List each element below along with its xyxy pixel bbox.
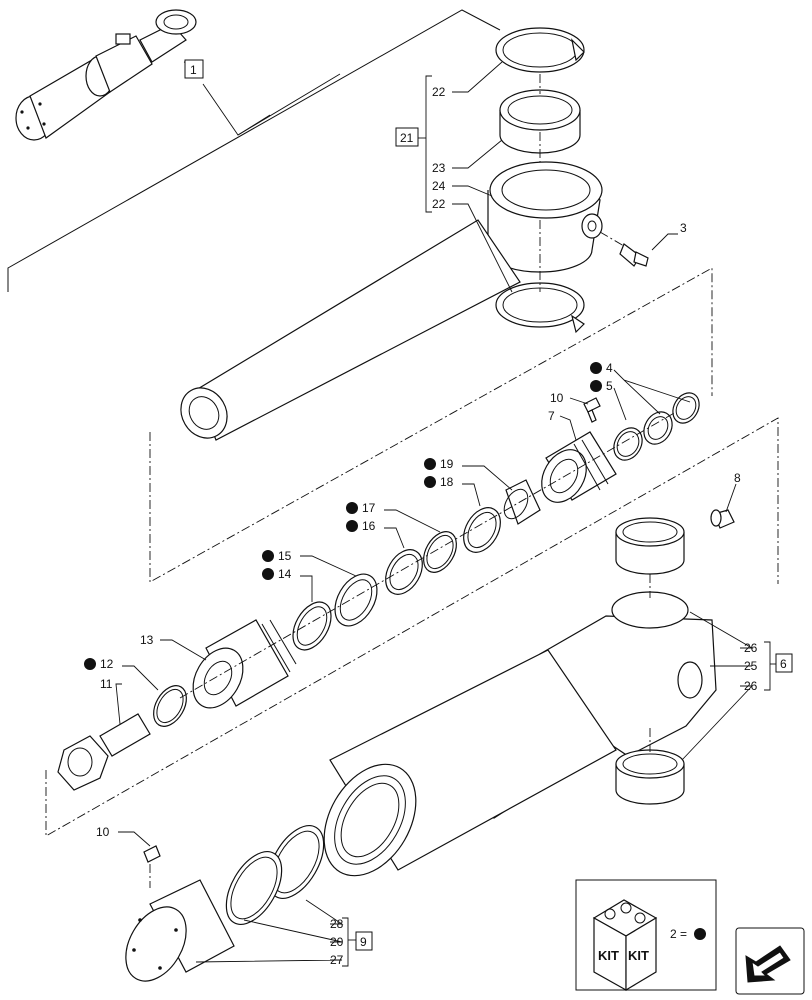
part-18-seal[interactable] — [456, 501, 508, 559]
callout-22b[interactable]: 22 — [432, 197, 446, 211]
callout-5[interactable]: 5 — [606, 379, 613, 393]
callout-6[interactable]: 6 — [775, 653, 793, 673]
callout-17[interactable]: 17 — [362, 501, 376, 515]
callout-22a[interactable]: 22 — [432, 85, 446, 99]
part-10-screw-top[interactable] — [583, 397, 601, 423]
svg-text:21: 21 — [400, 131, 414, 145]
part-17-ring[interactable] — [417, 526, 463, 578]
part-5-backup-ring[interactable] — [608, 423, 648, 465]
part-8-plug[interactable] — [710, 509, 735, 529]
part-12-o-ring[interactable] — [147, 680, 193, 732]
callout-12[interactable]: 12 — [100, 657, 114, 671]
piston-rod[interactable] — [172, 219, 521, 447]
callout-11[interactable]: 11 — [100, 677, 113, 691]
callout-26a[interactable]: 26 — [744, 641, 758, 655]
part-11-bolt[interactable] — [57, 713, 151, 791]
svg-text:1: 1 — [190, 63, 197, 77]
callout-1[interactable]: 1 — [184, 59, 204, 79]
callout-15[interactable]: 15 — [278, 549, 292, 563]
callout-25[interactable]: 25 — [744, 659, 758, 673]
part-16-ring[interactable] — [378, 543, 430, 601]
callout-8[interactable]: 8 — [734, 471, 741, 485]
callout-13[interactable]: 13 — [140, 633, 154, 647]
part-20-backup-ring[interactable] — [215, 842, 293, 933]
callout-10b[interactable]: 10 — [96, 825, 110, 839]
callout-18[interactable]: 18 — [440, 475, 454, 489]
kit-dot-symbol — [694, 928, 706, 940]
callout-28[interactable]: 28 — [330, 917, 344, 931]
part-4-o-ring-a[interactable] — [668, 388, 705, 428]
callout-23[interactable]: 23 — [432, 161, 446, 175]
callout-24[interactable]: 24 — [432, 179, 446, 193]
part-7-piston-nut[interactable] — [533, 431, 617, 510]
part-19-guide-ring[interactable] — [499, 479, 541, 525]
thumbnail-assembly — [15, 9, 197, 141]
kit-equals-label: 2 = — [670, 927, 687, 941]
part-22-circlip-bottom[interactable] — [495, 282, 585, 334]
callout-7[interactable]: 7 — [548, 409, 555, 423]
callout-3[interactable]: 3 — [680, 221, 687, 235]
callout-16[interactable]: 16 — [362, 519, 376, 533]
callout-14[interactable]: 14 — [278, 567, 292, 581]
callout-4[interactable]: 4 — [606, 361, 613, 375]
part-24-rod-eye[interactable] — [487, 161, 603, 273]
kit-legend: KIT KIT 2 = — [575, 879, 717, 992]
svg-text:9: 9 — [360, 935, 367, 949]
part-14-ring[interactable] — [285, 595, 339, 656]
part-10-screw-bottom[interactable] — [143, 845, 161, 863]
leader-lines — [115, 61, 754, 963]
part-4-o-ring-b[interactable] — [638, 407, 678, 449]
part-13-piston[interactable] — [183, 619, 297, 717]
svg-text:6: 6 — [780, 657, 787, 671]
kit-box-icon: KIT KIT — [592, 899, 658, 992]
part-15-seal[interactable] — [326, 567, 385, 633]
callout-20[interactable]: 20 — [330, 935, 344, 949]
part-26-bushing-top[interactable] — [615, 517, 685, 575]
part-27-gland[interactable] — [113, 879, 235, 992]
callout-27[interactable]: 27 — [330, 953, 344, 967]
kit-label-right: KIT — [628, 948, 649, 963]
kit-label-left: KIT — [598, 948, 619, 963]
callout-19[interactable]: 19 — [440, 457, 454, 471]
arrow-back-icon[interactable] — [735, 927, 805, 995]
part-23-bushing[interactable] — [499, 89, 581, 154]
part-25-cylinder-barrel[interactable] — [305, 591, 717, 892]
callout-9[interactable]: 9 — [355, 931, 373, 951]
part-22-circlip-top[interactable] — [495, 27, 585, 73]
callout-10a[interactable]: 10 — [550, 391, 564, 405]
part-28-o-ring[interactable] — [257, 816, 335, 907]
part-26-bushing-bottom[interactable] — [615, 749, 685, 805]
callout-21[interactable]: 21 — [395, 127, 419, 147]
part-3-grease-nipple[interactable] — [619, 243, 649, 267]
callout-26b[interactable]: 26 — [744, 679, 758, 693]
